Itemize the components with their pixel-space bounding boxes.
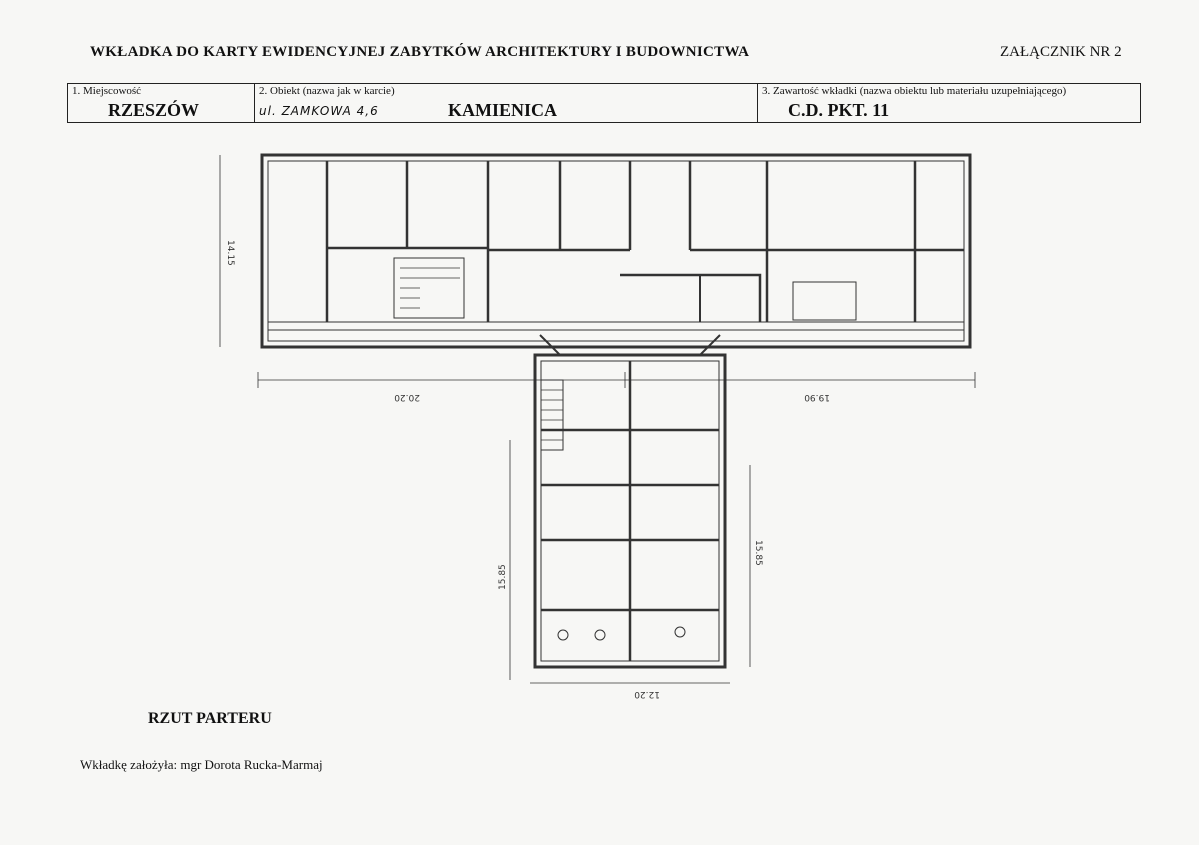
locality-value: RZESZÓW bbox=[108, 100, 200, 120]
dim-wing-right: 15.85 bbox=[753, 540, 763, 566]
main-wing-outline bbox=[260, 153, 972, 349]
header-title: WKŁADKA DO KARTY EWIDENCYJNEJ ZABYTKÓW A… bbox=[90, 44, 750, 60]
object-cell: 2. Obiekt (nazwa jak w karcie) ul. ZAMKO… bbox=[255, 84, 758, 122]
object-address-handwritten: ul. ZAMKOWA 4,6 bbox=[259, 104, 379, 118]
object-value: KAMIENICA bbox=[448, 100, 558, 120]
attachment-label: ZAŁĄCZNIK NR 2 bbox=[1000, 44, 1122, 60]
dim-right-width: 19.90 bbox=[804, 392, 830, 402]
content-cell: 3. Zawartość wkładki (nazwa obiektu lub … bbox=[758, 84, 1140, 122]
south-wing-outline bbox=[533, 353, 727, 669]
object-label: 2. Obiekt (nazwa jak w karcie) bbox=[259, 85, 395, 97]
dim-wing-width: 12.20 bbox=[634, 689, 660, 699]
dim-wing-left: 15.85 bbox=[498, 564, 508, 590]
content-label: 3. Zawartość wkładki (nazwa obiektu lub … bbox=[762, 85, 1067, 97]
content-value: C.D. PKT. 11 bbox=[788, 100, 890, 120]
locality-cell: 1. Miejscowość RZESZÓW bbox=[68, 84, 255, 122]
dim-left-height: 14.15 bbox=[225, 240, 235, 266]
plan-caption: RZUT PARTERU bbox=[148, 710, 272, 727]
metadata-table: 1. Miejscowość RZESZÓW 2. Obiekt (nazwa … bbox=[67, 83, 1141, 123]
author-note: Wkładkę założyła: mgr Dorota Rucka-Marma… bbox=[80, 757, 323, 772]
dim-left-width: 20.20 bbox=[394, 392, 420, 402]
locality-label: 1. Miejscowość bbox=[72, 85, 142, 97]
